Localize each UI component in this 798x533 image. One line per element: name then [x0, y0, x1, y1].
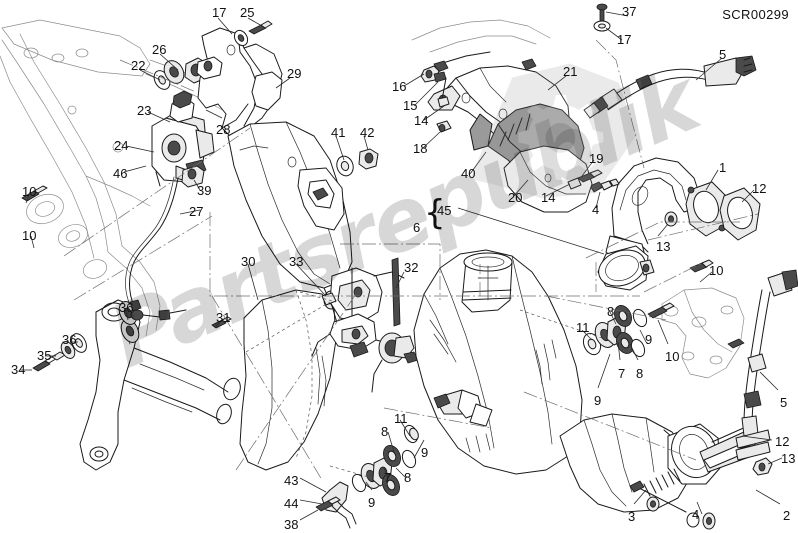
callout-number: 34 — [11, 362, 26, 377]
callout-number: 32 — [404, 260, 419, 275]
exhaust-valve-pulley — [371, 332, 419, 393]
callout-number: 19 — [589, 151, 604, 166]
callout-number: 2 — [783, 508, 791, 523]
callout-number: 8 — [381, 424, 389, 439]
construction-lines — [63, 39, 759, 481]
callout-number: 12 — [752, 181, 767, 196]
callout-number: 43 — [284, 473, 299, 488]
callout-number: 9 — [368, 495, 376, 510]
callout-number: 29 — [287, 66, 302, 81]
callout-number: 15 — [403, 98, 418, 113]
callout-number: 11 — [576, 320, 590, 335]
callout-number: 41 — [331, 125, 346, 140]
valve-cable-27 — [125, 176, 187, 321]
callout-number: 36 — [62, 332, 77, 347]
callout-number: 33 — [289, 254, 304, 269]
callout-number: 17 — [617, 32, 632, 47]
callout-number: 4 — [692, 507, 700, 522]
callout-number: 36 — [119, 300, 134, 315]
spring-3 — [640, 468, 687, 513]
bolt-10-left — [21, 185, 48, 202]
callout-number: 10 — [22, 184, 37, 199]
callout-number: 7 — [618, 366, 626, 381]
exhaust-hanger-bracket — [79, 299, 241, 471]
silencer-upper — [227, 121, 379, 337]
callout-number: 10 — [709, 263, 724, 278]
callout-number: 37 — [622, 4, 637, 19]
right-hanger-bracket — [661, 259, 745, 379]
sheet-code: SCR00299 — [722, 7, 789, 22]
silencer-main-body — [413, 249, 583, 475]
callout-number: 35 — [37, 348, 52, 363]
callout-number: 8 — [607, 304, 615, 319]
callout-number: 22 — [131, 58, 146, 73]
callout-number: 5 — [780, 395, 788, 410]
callout-number: 9 — [594, 393, 602, 408]
callout-number: 13 — [781, 451, 796, 466]
callout-number: 45 — [437, 203, 452, 218]
callout-number: 14 — [541, 190, 556, 205]
callout-number: 21 — [563, 64, 578, 79]
callout-number: 12 — [775, 434, 790, 449]
callout-number: 13 — [656, 239, 671, 254]
callout-number: 39 — [197, 183, 212, 198]
callout-number: 30 — [241, 254, 256, 269]
heat-shield-29 — [196, 20, 283, 137]
callout-number: 10 — [22, 228, 37, 243]
hardware-37-17 — [593, 3, 611, 32]
callout-number: 17 — [212, 5, 227, 20]
callout-number: 11 — [394, 411, 408, 426]
heat-shield-20 — [503, 145, 603, 213]
callout-number: 44 — [284, 496, 299, 511]
callout-number: 20 — [508, 190, 523, 205]
callout-number: 31 — [216, 310, 231, 325]
header-pipe-1 — [589, 157, 761, 291]
callout-number: 8 — [404, 470, 412, 485]
callout-number: 3 — [628, 509, 636, 524]
silencer-clamp-assembly — [311, 257, 405, 358]
callout-number: 16 — [392, 79, 407, 94]
callout-number: 8 — [636, 366, 644, 381]
callout-number: 6 — [413, 220, 421, 235]
grouping-brace: { — [424, 193, 446, 233]
callout-number: 18 — [413, 141, 428, 156]
callout-number: 23 — [137, 103, 152, 118]
callout-number: 1 — [719, 160, 727, 175]
callout-number: 42 — [360, 125, 375, 140]
callout-number: 46 — [113, 166, 128, 181]
callout-number: 7 — [384, 470, 392, 485]
callout-number: 9 — [645, 332, 653, 347]
callout-number: 28 — [216, 122, 231, 137]
hardware-stack-right — [582, 302, 675, 358]
callout-number: 38 — [284, 517, 299, 532]
callout-number: 5 — [719, 47, 727, 62]
callout-number: 24 — [114, 138, 129, 153]
callout-number: 4 — [592, 202, 600, 217]
callout-number: 9 — [421, 445, 429, 460]
callout-number: 25 — [240, 5, 255, 20]
callout-number: 27 — [189, 204, 204, 219]
hardware-stack-bottom — [315, 424, 419, 529]
callout-number: 40 — [461, 166, 476, 181]
callout-number: 14 — [414, 113, 429, 128]
lambda-sensor-lower-5 — [735, 269, 798, 461]
callout-number: 10 — [665, 349, 680, 364]
callout-leader-lines — [20, 11, 783, 521]
hardware-16-15-14-18 — [420, 65, 452, 133]
callout-number: 26 — [152, 42, 167, 57]
